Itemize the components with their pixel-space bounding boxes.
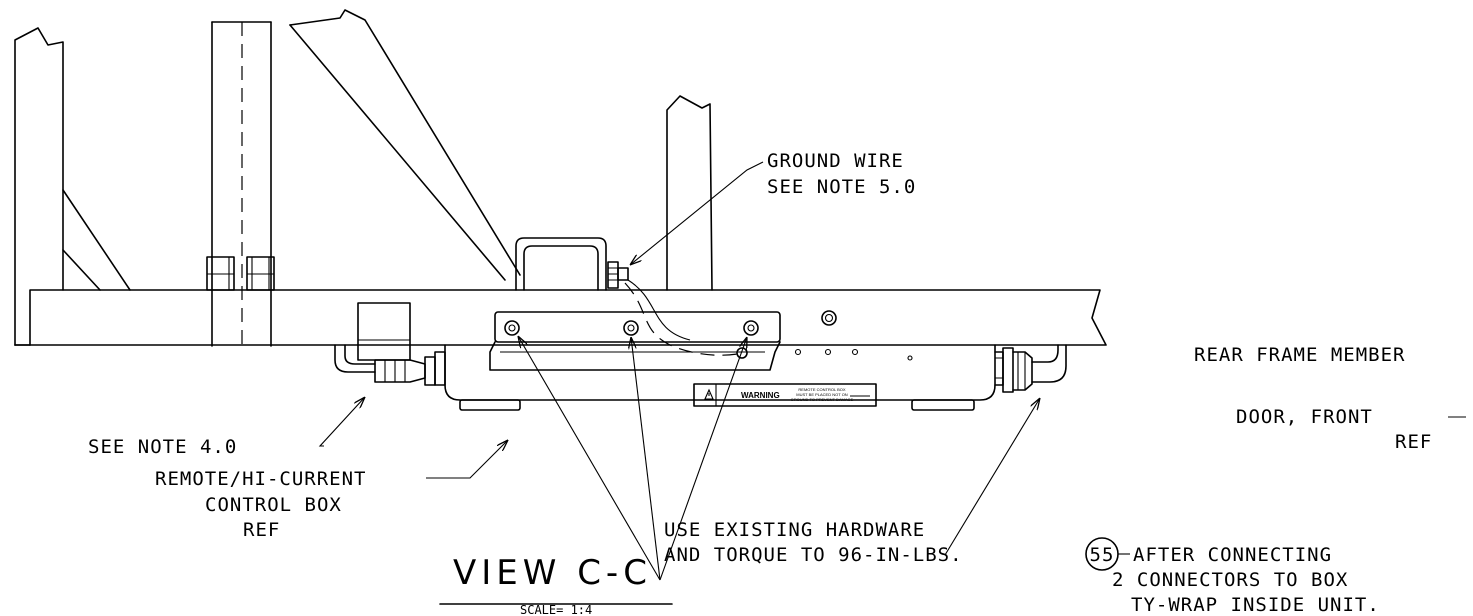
ground-wire-outline xyxy=(627,279,691,341)
warning-label: WARNING REMOTE CONTROL BOX MUST BE PLACE… xyxy=(693,383,877,407)
ground-wire-label-1: GROUND WIRE xyxy=(767,150,904,172)
mounting-rail xyxy=(489,311,781,371)
junction-block xyxy=(357,302,411,361)
warning-fine-print-1: REMOTE CONTROL BOX xyxy=(798,387,846,392)
hardware-label-1: USE EXISTING HARDWARE xyxy=(664,519,925,541)
ground-wire-leader xyxy=(630,161,764,265)
rear-frame-label: REAR FRAME MEMBER xyxy=(1194,344,1405,366)
view-title: VIEW C-C xyxy=(453,553,652,593)
hardware-leader-1 xyxy=(518,336,661,581)
control-box-body xyxy=(434,344,1004,411)
ground-wire-label-2: SEE NOTE 5.0 xyxy=(767,176,916,198)
horizontal-frame-beam xyxy=(14,289,1107,346)
ground-stud xyxy=(607,261,629,289)
right-connector xyxy=(1002,344,1067,393)
balloon-leader xyxy=(944,398,1040,556)
door-label-1: DOOR, FRONT xyxy=(1236,406,1373,428)
warning-fine-print-2: MUST BE PLACED NOT ON xyxy=(796,392,848,397)
left-vertical-post xyxy=(14,27,131,346)
remote-box-leader xyxy=(426,440,508,479)
remote-box-label-2: CONTROL BOX xyxy=(205,494,342,516)
ground-wire-path xyxy=(624,282,743,356)
door-label-2: REF xyxy=(1395,431,1432,453)
scale-label: SCALE= 1:4 xyxy=(520,603,592,616)
remote-box-label-1: REMOTE/HI-CURRENT xyxy=(155,468,366,490)
see-note-4-label: SEE NOTE 4.0 xyxy=(88,436,237,458)
after-connecting-label-3: TY-WRAP INSIDE UNIT. xyxy=(1131,594,1380,616)
item-balloon xyxy=(1085,537,1119,571)
item-balloon-number: 55 xyxy=(1090,544,1115,566)
remote-box-label-3: REF xyxy=(243,519,280,541)
hardware-leader-3 xyxy=(659,337,747,581)
clamped-vertical-post xyxy=(206,21,275,347)
hardware-leader-2 xyxy=(631,337,661,581)
after-connecting-label-1: AFTER CONNECTING xyxy=(1133,544,1332,566)
hardware-label-2: AND TORQUE TO 96-IN-LBS. xyxy=(664,544,963,566)
warning-label-text: WARNING xyxy=(741,391,780,400)
warning-fine-print-3: GROUND TO PREVENT DAMAGE xyxy=(791,397,854,402)
left-connector xyxy=(334,344,436,386)
box-handle xyxy=(515,237,607,291)
right-vertical-upright xyxy=(666,95,713,291)
diagonal-brace xyxy=(289,9,521,281)
see-note-4-leader xyxy=(318,397,365,447)
after-connecting-label-2: 2 CONNECTORS TO BOX xyxy=(1112,569,1348,591)
